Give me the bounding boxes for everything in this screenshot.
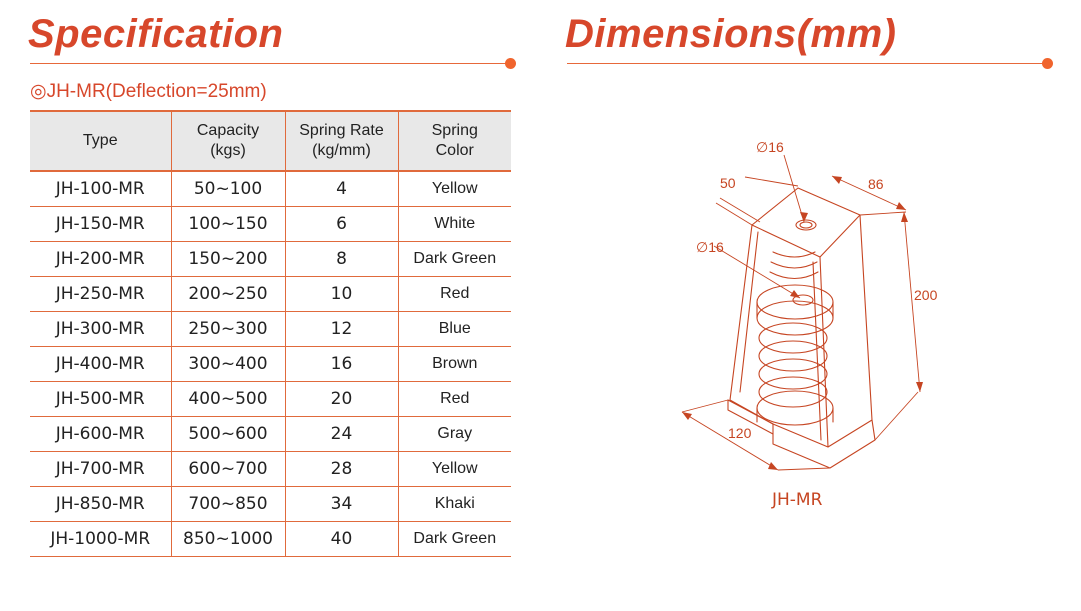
specification-table: Type Capacity (kgs) Spring Rate (kg/mm) … [30, 110, 511, 557]
dim-height: 200 [914, 287, 938, 303]
table-header-row: Type Capacity (kgs) Spring Rate (kg/mm) … [30, 110, 511, 172]
table-row: JH-500-MR 400~500 20 Red [30, 381, 511, 417]
header-type-label: Type [82, 132, 118, 149]
header-capacity-label: Capacity [196, 122, 260, 139]
housing-inner-left [739, 231, 759, 393]
cell-spring-rate: 34 [284, 486, 398, 522]
header-spring-rate: Spring Rate (kg/mm) [284, 110, 398, 172]
dimensions-title-rule [567, 63, 1047, 64]
cell-spring-rate: 24 [284, 416, 398, 452]
dimensions-title: Dimensions(mm) [565, 12, 897, 56]
base-plate-left [727, 399, 774, 435]
cell-type: JH-400-MR [30, 346, 171, 382]
cell-capacity: 850~1000 [170, 521, 285, 557]
cell-capacity: 400~500 [170, 381, 285, 417]
spring-coil [758, 322, 828, 354]
cell-spring-color: Khaki [397, 486, 511, 522]
cell-type: JH-300-MR [30, 311, 171, 347]
housing-right-side [819, 214, 873, 448]
top-hole [795, 219, 817, 231]
dim-depth: 50 [720, 175, 736, 191]
cell-spring-color: Yellow [397, 171, 511, 207]
table-row: JH-250-MR 200~250 10 Red [30, 276, 511, 312]
cell-spring-rate: 8 [284, 241, 398, 277]
cell-capacity: 250~300 [170, 311, 285, 347]
table-row: JH-150-MR 100~150 6 White [30, 206, 511, 242]
spring-hole [792, 294, 814, 306]
header-capacity-unit: (kgs) [210, 142, 246, 159]
cell-type: JH-600-MR [30, 416, 171, 452]
cell-type: JH-150-MR [30, 206, 171, 242]
header-spring-rate-unit: (kg/mm) [312, 142, 371, 159]
housing-left-edge [729, 224, 774, 425]
table-row: JH-600-MR 500~600 24 Gray [30, 416, 511, 452]
cell-capacity: 200~250 [170, 276, 285, 312]
model-subtitle: ◎JH-MR(Deflection=25mm) [30, 81, 267, 102]
cell-capacity: 150~200 [170, 241, 285, 277]
header-spring-color-label-2: Color [435, 142, 474, 159]
cell-spring-rate: 10 [284, 276, 398, 312]
cell-type: JH-500-MR [30, 381, 171, 417]
dim-inner-hole: ∅16 [696, 239, 724, 255]
header-spring-rate-label: Spring Rate [299, 122, 384, 139]
cell-capacity: 700~850 [170, 486, 285, 522]
cell-spring-color: Red [397, 381, 511, 417]
cell-spring-rate: 12 [284, 311, 398, 347]
spring-coil [758, 376, 828, 408]
spec-title: Specification [28, 12, 284, 56]
cell-spring-rate: 20 [284, 381, 398, 417]
cell-capacity: 600~700 [170, 451, 285, 487]
cell-spring-color: Red [397, 276, 511, 312]
cell-spring-color: Brown [397, 346, 511, 382]
cell-spring-color: Gray [397, 416, 511, 452]
header-capacity: Capacity (kgs) [170, 110, 285, 172]
table-row: JH-100-MR 50~100 4 Yellow [30, 171, 511, 207]
cell-type: JH-250-MR [30, 276, 171, 312]
cell-capacity: 50~100 [170, 171, 285, 207]
cell-spring-rate: 16 [284, 346, 398, 382]
cell-spring-color: Dark Green [397, 521, 511, 557]
base-plate [727, 399, 876, 469]
drawing-model-label: JH-MR [772, 490, 823, 510]
table-row: JH-700-MR 600~700 28 Yellow [30, 451, 511, 487]
cell-spring-color: White [397, 206, 511, 242]
spring-bottom-plate [756, 390, 834, 426]
cell-capacity: 100~150 [170, 206, 285, 242]
cell-type: JH-200-MR [30, 241, 171, 277]
top-hole-inner [799, 221, 813, 229]
cell-capacity: 500~600 [170, 416, 285, 452]
spring-mount-drawing: ∅16 ∅16 50 86 200 120 [681, 139, 938, 471]
table-row: JH-1000-MR 850~1000 40 Dark Green [30, 521, 511, 557]
table-row: JH-850-MR 700~850 34 Khaki [30, 486, 511, 522]
housing-inner-right [812, 261, 822, 441]
cell-type: JH-850-MR [30, 486, 171, 522]
cell-type: JH-100-MR [30, 171, 171, 207]
cell-spring-color: Blue [397, 311, 511, 347]
table-row: JH-300-MR 250~300 12 Blue [30, 311, 511, 347]
cell-type: JH-1000-MR [30, 521, 171, 557]
spring-coil [758, 340, 828, 372]
spec-title-rule [30, 63, 510, 64]
cell-spring-rate: 40 [284, 521, 398, 557]
dim-width: 86 [868, 176, 884, 192]
cell-type: JH-700-MR [30, 451, 171, 487]
dimensions-title-rule-dot [1042, 58, 1053, 69]
cell-spring-color: Dark Green [397, 241, 511, 277]
cell-spring-rate: 28 [284, 451, 398, 487]
dim-top-hole: ∅16 [756, 139, 784, 155]
cell-spring-rate: 6 [284, 206, 398, 242]
spring-coil [758, 358, 828, 390]
header-spring-color: Spring Color [397, 110, 511, 172]
table-row: JH-400-MR 300~400 16 Brown [30, 346, 511, 382]
header-spring-color-label: Spring [431, 122, 478, 139]
spec-title-rule-dot [505, 58, 516, 69]
housing-base-front [772, 423, 829, 448]
cell-spring-rate: 4 [284, 171, 398, 207]
header-type: Type [30, 110, 171, 172]
cell-spring-color: Yellow [397, 451, 511, 487]
cell-capacity: 300~400 [170, 346, 285, 382]
table-row: JH-200-MR 150~200 8 Dark Green [30, 241, 511, 277]
dim-base: 120 [728, 425, 752, 441]
